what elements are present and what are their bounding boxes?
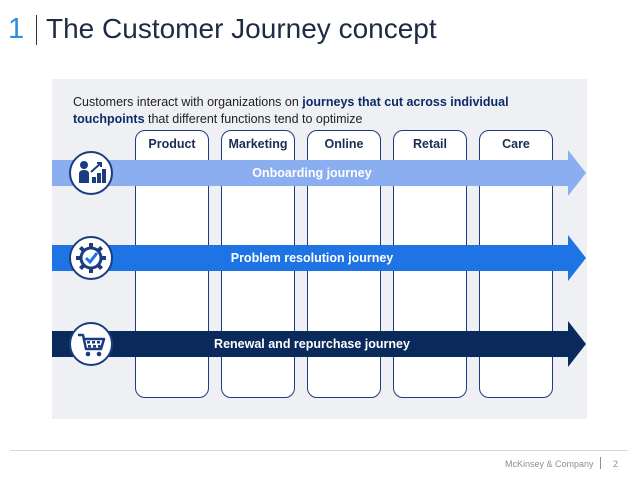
problem-resolution-journey-arrow (52, 235, 586, 281)
onboarding-journey-arrow (52, 150, 586, 196)
page-number: 2 (613, 459, 619, 469)
shopping-cart-icon (69, 322, 113, 366)
gear-check-icon (69, 236, 113, 280)
problem-resolution-journey-label: Problem resolution journey (230, 251, 394, 265)
renewal-journey-label: Renewal and repurchase journey (214, 337, 410, 351)
footer-divider (10, 450, 628, 451)
column-label-product: Product (148, 137, 196, 151)
page-title: The Customer Journey concept (46, 13, 437, 44)
column-label-retail: Retail (412, 137, 448, 151)
footer-separator (600, 457, 601, 469)
footer-company: McKinsey & Company (505, 459, 594, 469)
onboarding-journey-label: Onboarding journey (252, 166, 372, 180)
intro-text-part2: that different functions tend to optimiz… (144, 112, 363, 126)
column-label-marketing: Marketing (228, 137, 288, 151)
title-divider (36, 15, 37, 45)
slide-number: 1 (8, 13, 25, 45)
intro-text-bold: journeys that cut across individual touc… (73, 95, 509, 126)
growth-chart-icon (69, 151, 113, 195)
column-label-care: Care (502, 137, 530, 151)
column-label-online: Online (324, 137, 364, 151)
renewal-journey-arrow (52, 321, 586, 367)
intro-text-part1: Customers interact with organizations on (73, 95, 303, 109)
intro-text: Customers interact with organizations on… (73, 94, 583, 128)
